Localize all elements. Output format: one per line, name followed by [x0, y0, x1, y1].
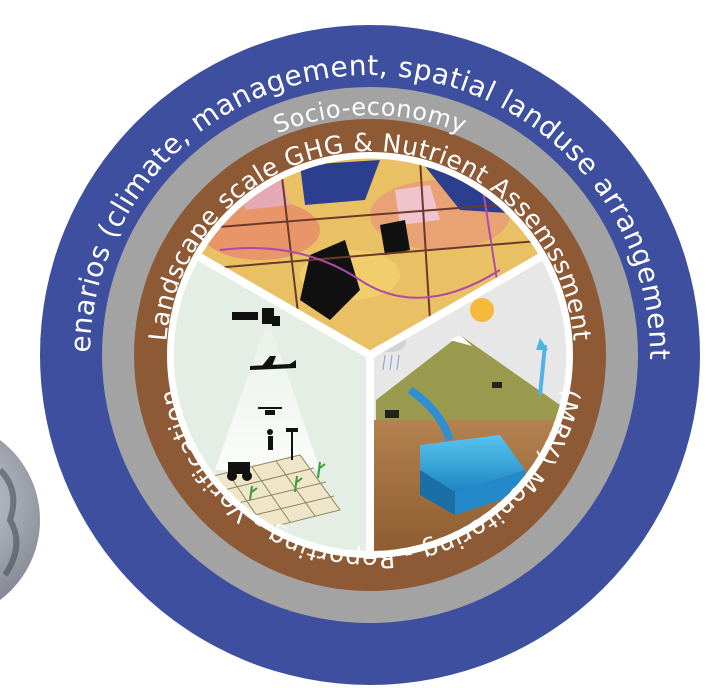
segment-separators — [167, 152, 573, 558]
satellite-plane-drone-icon — [204, 308, 341, 536]
globe-fragment — [0, 440, 40, 600]
